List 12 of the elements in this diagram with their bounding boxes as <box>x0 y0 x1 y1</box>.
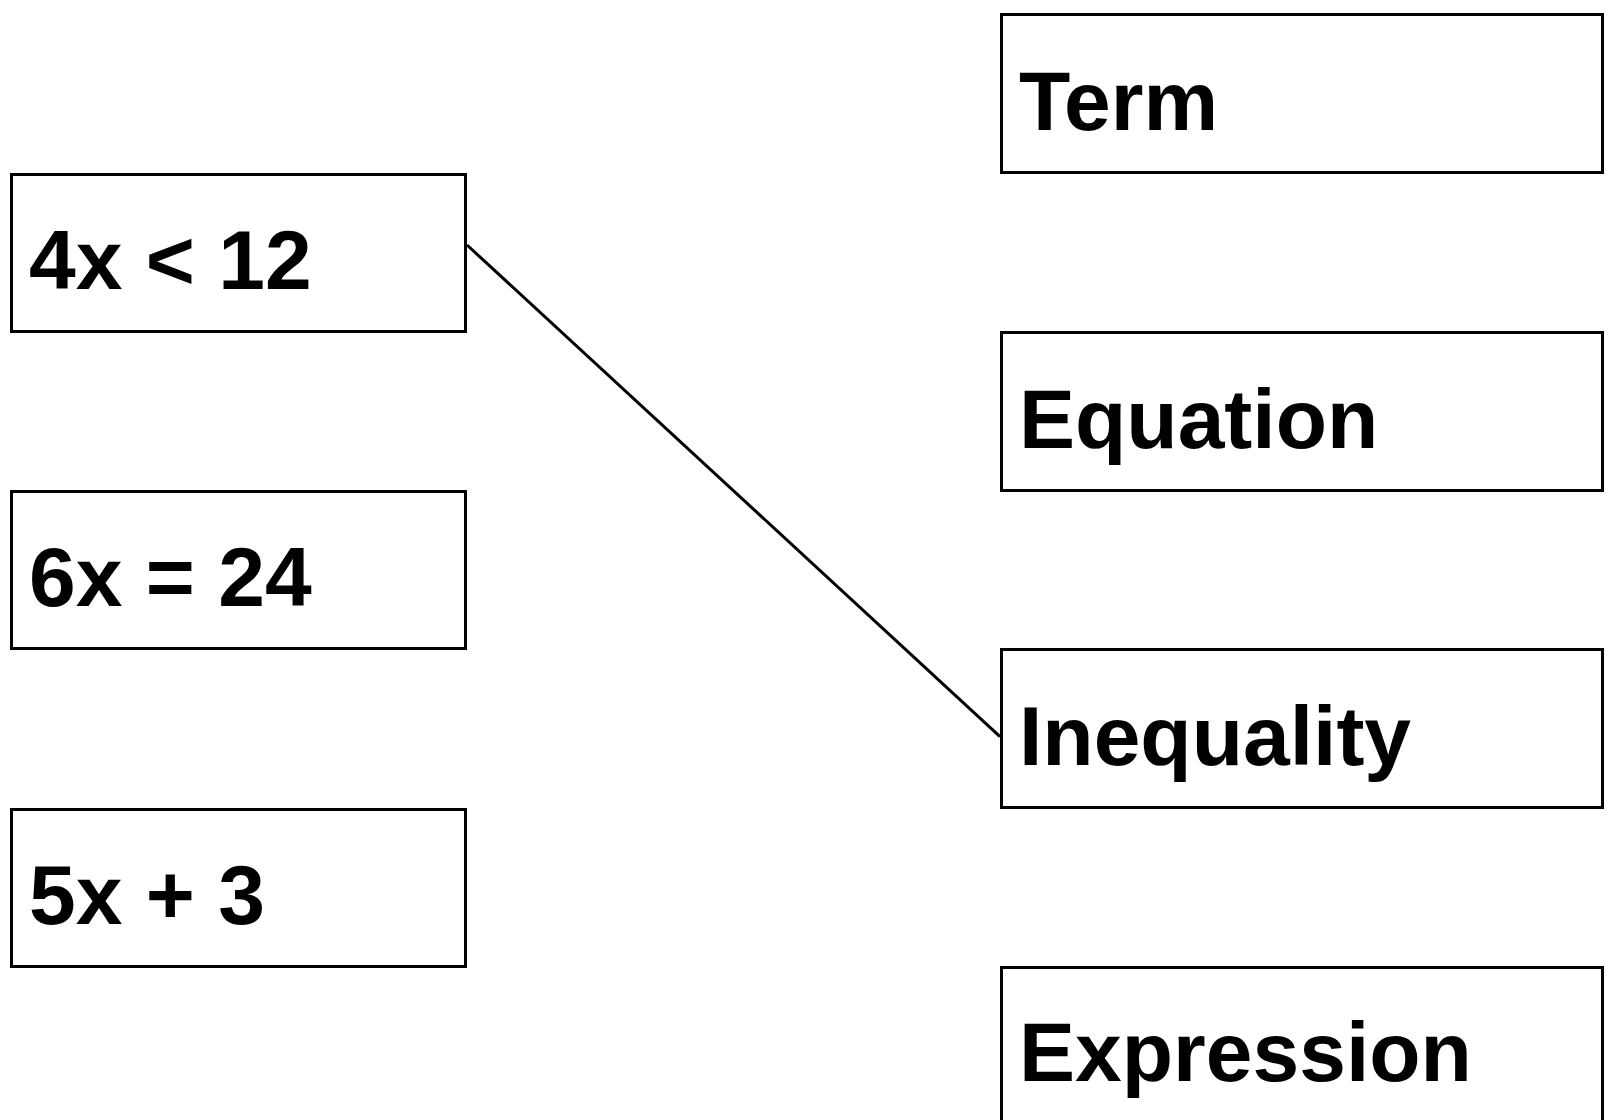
term-box <box>1000 13 1604 174</box>
term-box <box>10 173 467 333</box>
matching-line <box>466 243 1001 738</box>
term-box <box>1000 648 1604 809</box>
term-box <box>10 490 467 650</box>
term-text: 5x + 3 <box>29 853 265 937</box>
term-text: Term <box>1019 58 1219 143</box>
term-box <box>1000 966 1604 1120</box>
term-text: 6x = 24 <box>29 535 312 619</box>
term-box <box>10 808 467 968</box>
term-box <box>1000 331 1604 492</box>
term-text: 4x < 12 <box>29 218 312 302</box>
